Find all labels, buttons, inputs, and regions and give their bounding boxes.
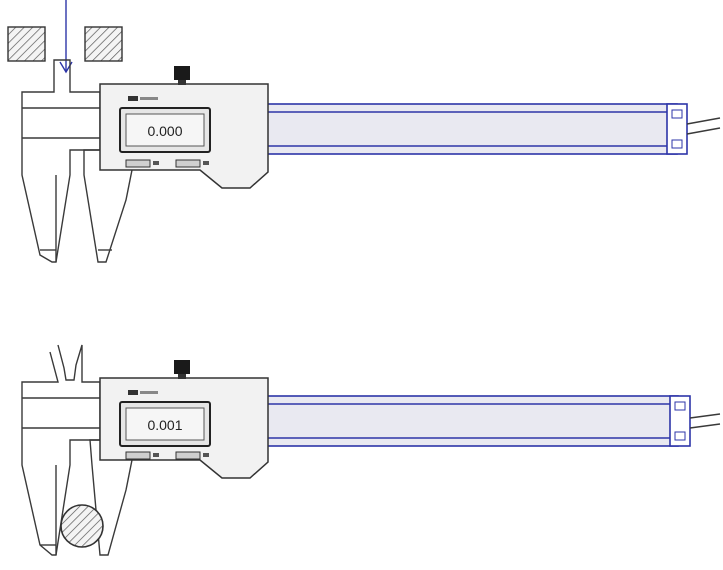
round-workpiece [60, 504, 104, 548]
display-reading-2: 0.001 [147, 417, 182, 433]
depth-rod [689, 413, 721, 429]
fixed-jaw [21, 59, 101, 263]
brand-label [128, 390, 138, 395]
depth-rod [686, 117, 721, 135]
caliper-bottom: 0.001 [21, 344, 721, 556]
inside-jaws [57, 344, 100, 383]
lock-button[interactable] [174, 360, 190, 374]
caliper-top: 0.000 [7, 0, 721, 263]
brand-label [128, 96, 138, 101]
fixed-jaw [21, 381, 101, 556]
lock-button[interactable] [174, 66, 190, 80]
display-reading-1: 0.000 [147, 123, 182, 139]
beam-end-cap [666, 103, 688, 155]
workpiece-left-block [7, 26, 46, 62]
beam-end-cap [669, 395, 691, 447]
zero-button[interactable] [175, 159, 201, 168]
workpiece-right-block [84, 26, 123, 62]
on-off-button[interactable] [125, 451, 151, 460]
zero-button[interactable] [175, 451, 201, 460]
on-off-button[interactable] [125, 159, 151, 168]
